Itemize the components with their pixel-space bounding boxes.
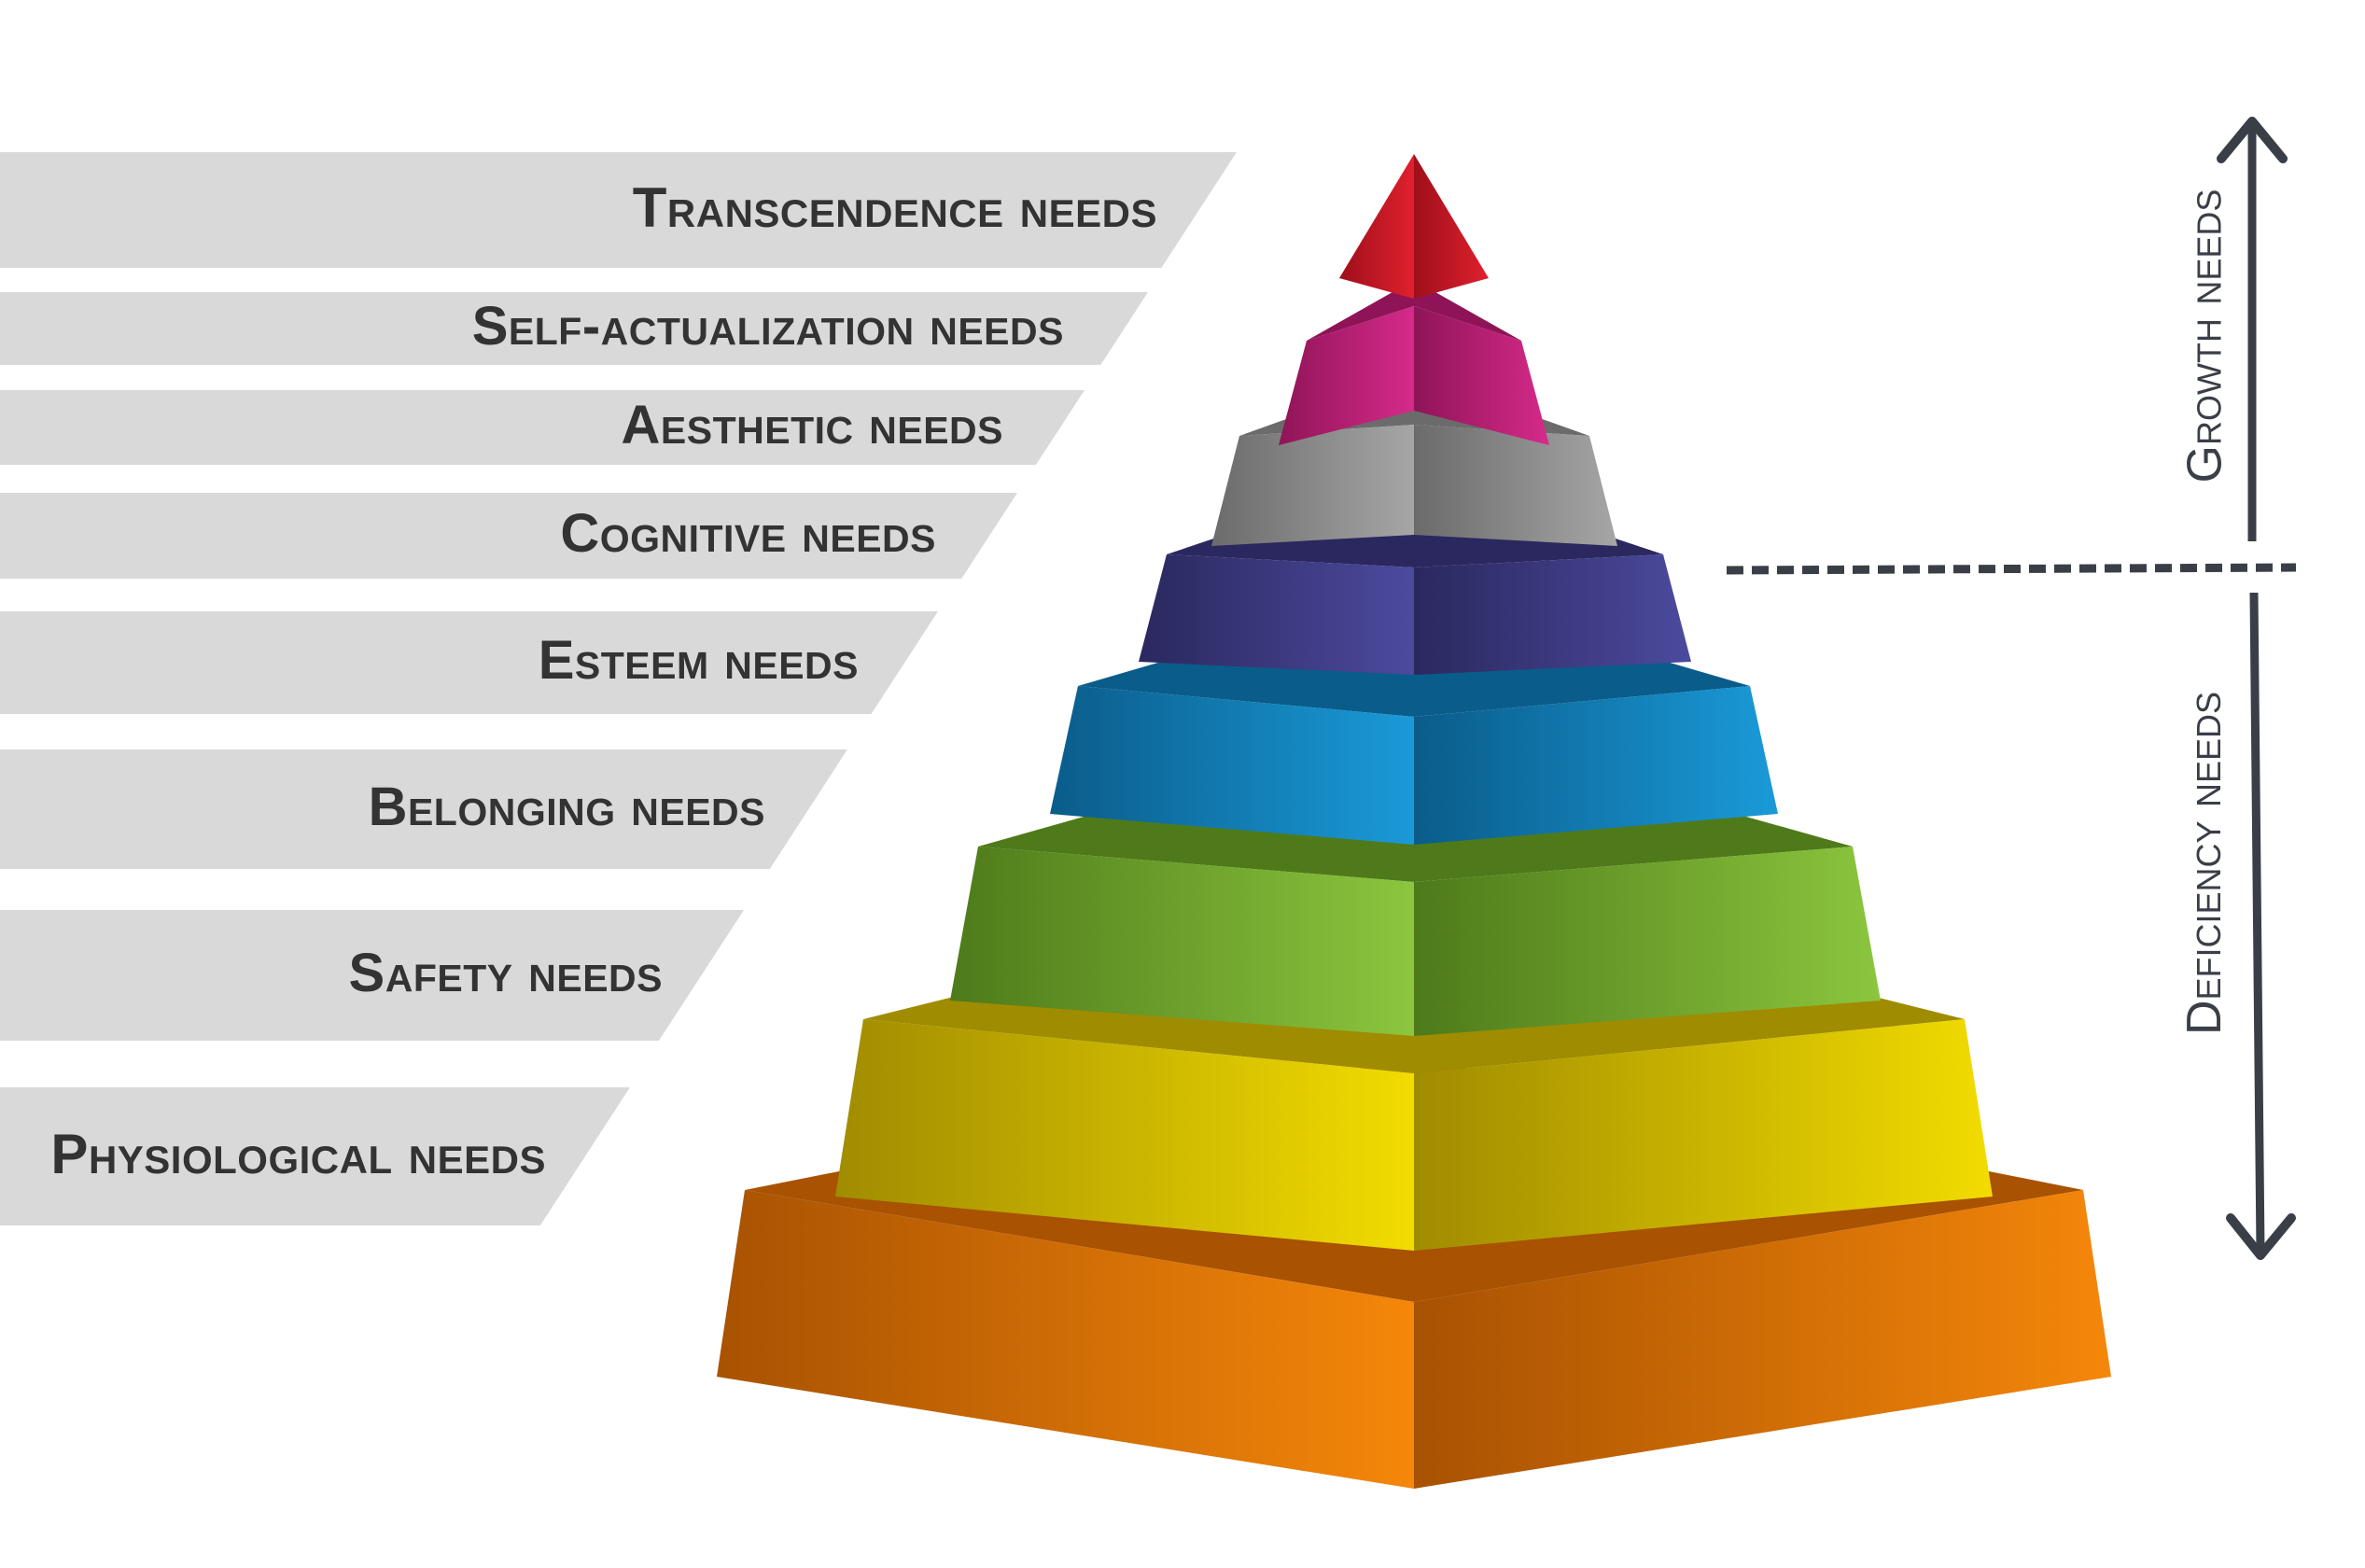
label-band [0, 152, 1237, 268]
label-band [0, 910, 744, 1041]
level-label: Self-actualization needs [471, 296, 1064, 357]
tier-right-face [1414, 686, 1778, 845]
growth-deficiency-arrows [1726, 117, 2297, 1260]
label-band [0, 390, 1085, 465]
growth-arrowhead-icon [2217, 117, 2288, 163]
level-label: Cognitive needs [560, 503, 936, 565]
tier-left-face [1211, 425, 1414, 546]
tier-left-face [835, 1019, 1414, 1251]
growth-deficiency-divider [1726, 563, 2297, 575]
level-label: Esteem needs [538, 630, 859, 692]
tier-right-face [1414, 1019, 1993, 1251]
deficiency-needs-label: Deficiency needs [2177, 691, 2232, 1036]
tier-right-face [1414, 1190, 2111, 1489]
tier-left-face [1279, 306, 1414, 445]
label-band [0, 749, 847, 869]
deficiency-arrowhead-icon [2226, 1213, 2296, 1260]
growth-needs-label: Growth needs [2176, 189, 2232, 483]
label-band [0, 493, 1017, 579]
tier-right-face [1414, 306, 1549, 445]
level-label: Aesthetic needs [621, 395, 1003, 456]
level-label: Belonging needs [368, 777, 765, 838]
label-band [0, 611, 938, 714]
deficiency-arrow-shaft [2249, 592, 2265, 1252]
tier-left-face [1139, 554, 1414, 675]
level-label: Physiological needs [50, 1122, 546, 1185]
tier-left-face [717, 1190, 1414, 1489]
tier-right-face [1414, 425, 1617, 546]
label-band [0, 292, 1148, 365]
tier-right-face [1414, 847, 1881, 1036]
level-label: Transcendence needs [632, 175, 1157, 239]
tier-right-face [1414, 554, 1691, 675]
tier-transcendence-right-face [1414, 154, 1489, 299]
tier-left-face [1050, 686, 1414, 845]
level-label: Safety needs [348, 943, 663, 1004]
tier-left-face [950, 847, 1414, 1036]
label-band [0, 1087, 630, 1225]
tier-transcendence-left-face [1339, 154, 1414, 299]
